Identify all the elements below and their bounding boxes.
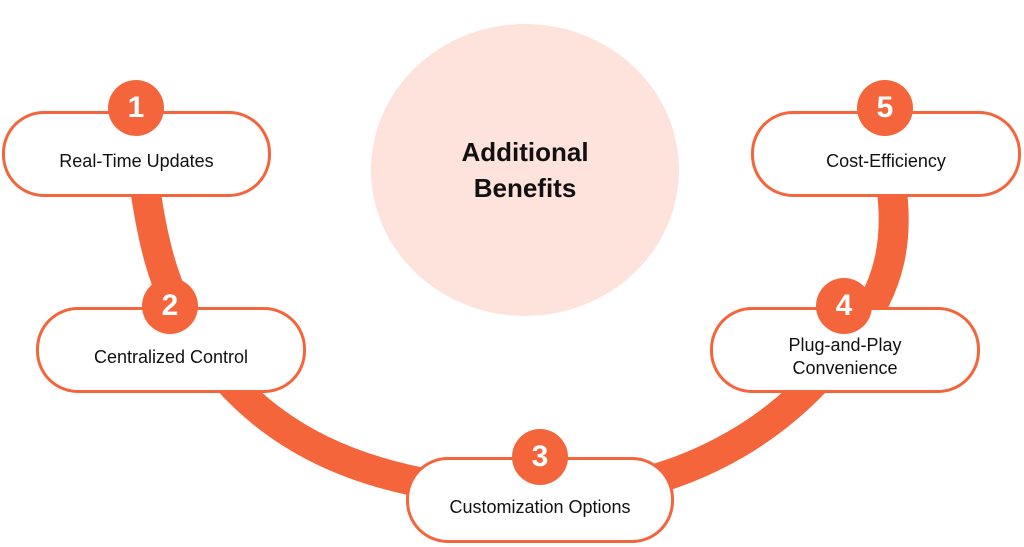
- benefit-label: Cost-Efficiency: [826, 150, 946, 171]
- center-title: Additional Benefits: [461, 137, 589, 203]
- center-circle: Additional Benefits: [371, 24, 679, 316]
- benefit-item-cost-efficiency: Cost-Efficiency: [751, 111, 1021, 197]
- step-number-badge: 1: [108, 80, 164, 136]
- step-number-badge: 2: [142, 278, 198, 334]
- benefit-label: Customization Options: [449, 496, 631, 517]
- benefit-item-customization-options: Customization Options: [406, 457, 674, 543]
- benefit-label: Plug-and-Play Convenience: [788, 335, 902, 378]
- step-number-badge: 4: [816, 278, 872, 334]
- benefit-label: Real-Time Updates: [59, 150, 214, 171]
- step-number-badge: 5: [857, 80, 913, 136]
- benefit-label: Centralized Control: [93, 346, 249, 367]
- step-number-badge: 3: [512, 429, 568, 485]
